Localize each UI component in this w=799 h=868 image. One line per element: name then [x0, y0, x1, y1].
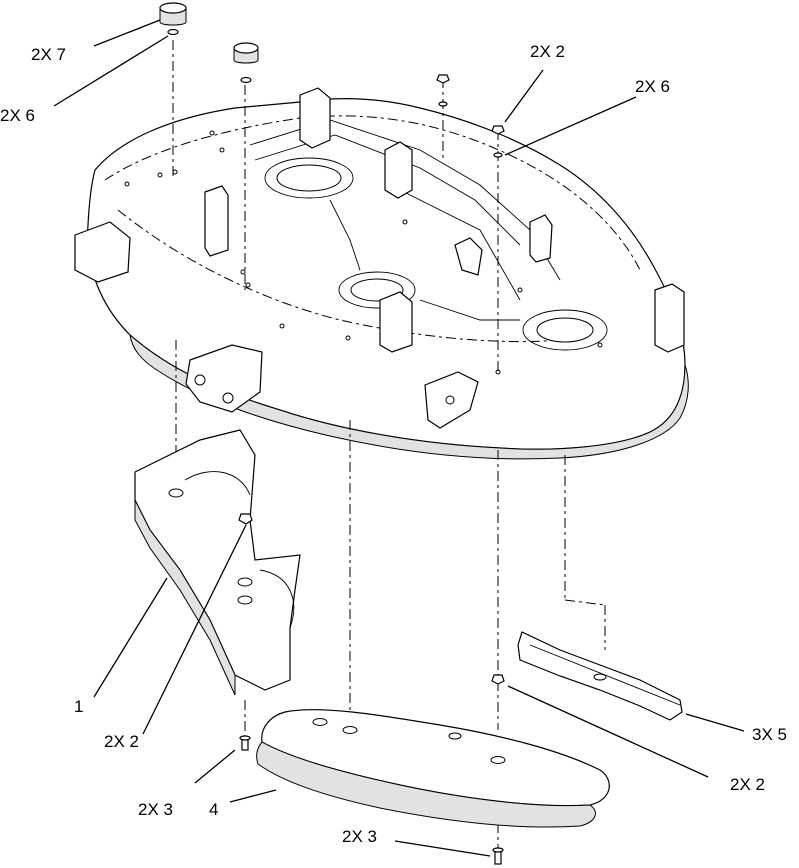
callout-washer-right-qty: 2X 6 [635, 77, 670, 96]
washer-right [240, 76, 252, 84]
deck-bolt-holes [124, 130, 603, 375]
nut-blade [491, 674, 505, 685]
nut-baffle [238, 513, 253, 525]
callout-nut-right-qty: 2X 2 [730, 775, 765, 794]
baffle-part-4 [256, 709, 610, 828]
mower-deck-housing [74, 87, 689, 460]
callout-nut-top-qty: 2X 2 [530, 42, 565, 61]
knob-right [233, 42, 259, 64]
leader-lines [53, 19, 745, 857]
washer-left [167, 28, 179, 36]
baffle-part-1 [134, 429, 301, 696]
nut-top-right [491, 125, 505, 158]
callout-baffle-front-part: 4 [209, 800, 218, 819]
callout-washer-top-qty: 2X 6 [0, 106, 35, 125]
bolt-bottom [492, 847, 504, 865]
callout-bolt-bottom-qty: 2X 3 [342, 827, 377, 846]
callout-knob-qty: 2X 7 [31, 45, 66, 64]
callout-blade-qty: 3X 5 [752, 725, 787, 744]
bolt-left [239, 735, 251, 751]
callout-bolt-left-qty: 2X 3 [138, 800, 173, 819]
blade-part-5 [517, 631, 683, 721]
knob-left [159, 2, 187, 26]
callout-nut-left-qty: 2X 2 [104, 732, 139, 751]
callout-baffle-part: 1 [74, 697, 83, 716]
nut-top-middle [436, 74, 450, 107]
